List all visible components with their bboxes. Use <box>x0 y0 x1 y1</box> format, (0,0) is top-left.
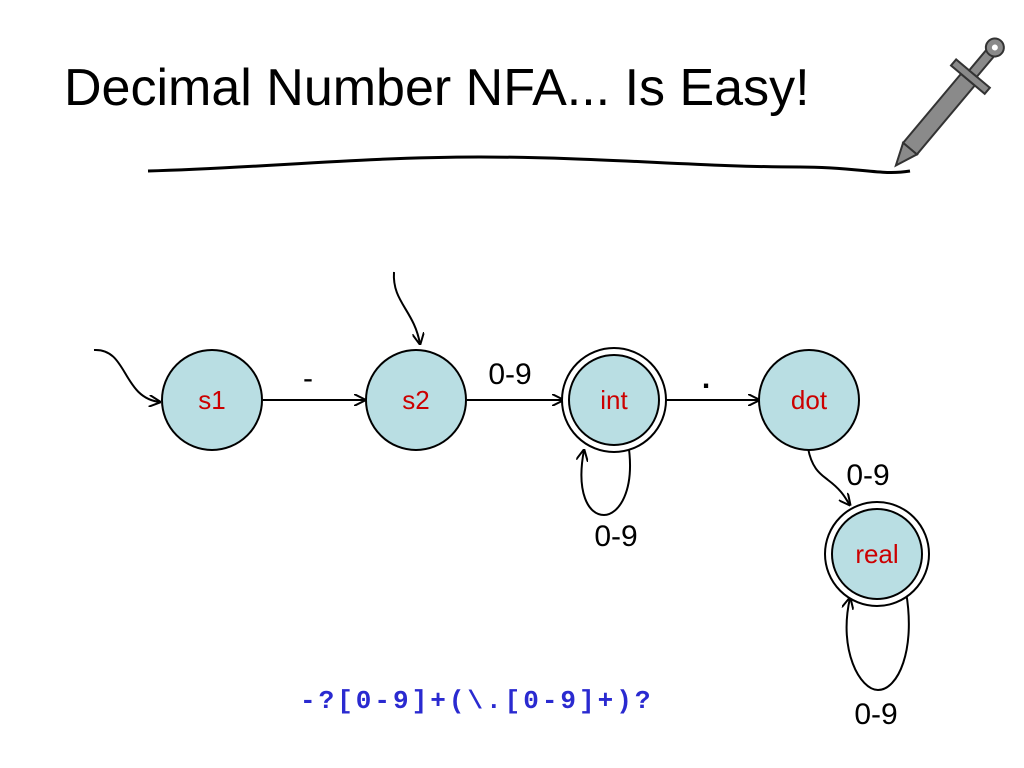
state-real-label: real <box>855 539 898 569</box>
start-arrow-s1 <box>93 348 160 402</box>
edge-s2-int-label: 0-9 <box>488 358 531 391</box>
state-int-label: int <box>600 385 628 415</box>
edge-dot-real-label: 0-9 <box>846 459 889 492</box>
start-arrow-s2 <box>392 271 420 344</box>
sword-pen-icon <box>894 37 1005 168</box>
slide-title: Decimal Number NFA... Is Easy! <box>64 59 810 117</box>
state-real: real <box>824 501 930 607</box>
state-dot-label: dot <box>791 385 828 415</box>
state-s2-label: s2 <box>402 385 429 415</box>
edge-int-loop <box>581 441 631 517</box>
state-dot: dot <box>758 349 860 451</box>
edge-int-loop-label: 0-9 <box>594 520 637 553</box>
edge-real-loop-label: 0-9 <box>854 698 897 731</box>
edge-dot-real <box>807 447 850 505</box>
state-s1-label: s1 <box>198 385 225 415</box>
edge-real-loop <box>847 591 910 692</box>
edge-s1-s2-label: - <box>303 362 313 395</box>
state-int: int <box>561 347 667 453</box>
title-underline <box>147 155 911 174</box>
state-s1: s1 <box>161 349 263 451</box>
edge-int-dot-label: . <box>702 362 710 395</box>
regex-expression: -?[0-9]+(\.[0-9]+)? <box>300 686 654 716</box>
state-s2: s2 <box>365 349 467 451</box>
